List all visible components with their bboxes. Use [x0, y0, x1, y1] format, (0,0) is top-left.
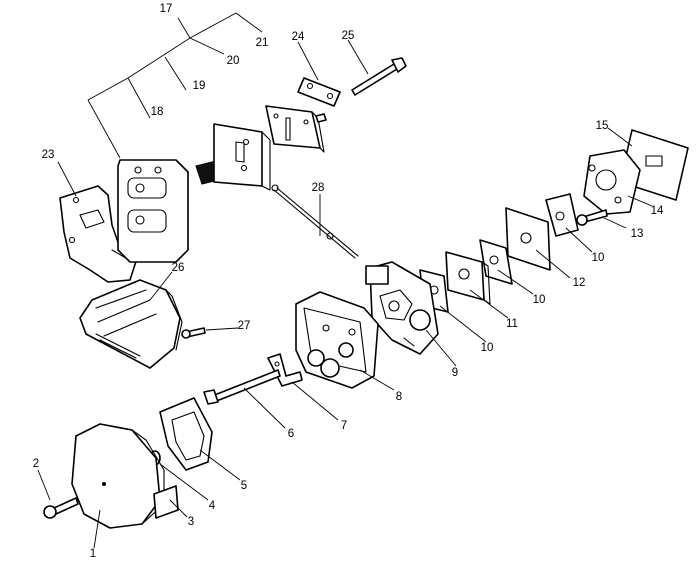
adapter-part-14 — [583, 149, 641, 215]
callout-12: 12 — [573, 277, 586, 289]
callout-13: 13 — [631, 228, 644, 240]
air-box-part-8 — [295, 291, 379, 389]
callout-11: 11 — [506, 318, 518, 330]
callout-8: 8 — [396, 391, 402, 403]
gasket-part-12 — [505, 207, 551, 271]
callout-24: 24 — [292, 31, 305, 43]
callout-18: 18 — [151, 106, 164, 118]
screw-part-2 — [43, 497, 79, 519]
callout-25: 25 — [342, 30, 355, 42]
label-part-3 — [153, 485, 179, 519]
gasket-part-10-a — [545, 193, 579, 237]
callout-6: 6 — [288, 428, 294, 440]
callout-23: 23 — [42, 149, 55, 161]
callout-10: 10 — [533, 294, 546, 306]
callout-labels: 17 24 25 21 20 19 18 23 28 15 14 13 10 1… — [33, 3, 664, 560]
screw-near-plate — [315, 113, 327, 123]
callout-1: 1 — [90, 548, 96, 560]
filter-element-part-5 — [159, 397, 213, 471]
callout-14: 14 — [651, 205, 664, 217]
bolt-part-25 — [351, 57, 407, 96]
callout-10: 10 — [481, 342, 494, 354]
air-filter-housing-part-26 — [79, 279, 183, 369]
callout-27: 27 — [238, 320, 251, 332]
throttle-rod-part-28 — [273, 187, 359, 259]
callout-4: 4 — [209, 500, 216, 512]
callout-10: 10 — [592, 252, 605, 264]
gasket-part-24 — [297, 77, 341, 107]
muffler-part-18 — [117, 159, 189, 263]
callout-21: 21 — [256, 37, 269, 49]
bracket-part-7 — [267, 353, 303, 387]
callout-19: 19 — [193, 80, 206, 92]
callout-15: 15 — [596, 120, 609, 132]
carburetor-part-9 — [365, 261, 439, 355]
callout-20: 20 — [227, 55, 240, 67]
cover-plate-part-21 — [265, 105, 325, 153]
callout-17: 17 — [160, 3, 173, 15]
callout-9: 9 — [452, 367, 458, 379]
filter-cover-part-1 — [71, 423, 165, 529]
screw-part-13 — [576, 209, 608, 226]
callout-26: 26 — [172, 262, 185, 274]
bolt-part-6 — [203, 369, 281, 405]
callout-5: 5 — [241, 480, 247, 492]
callout-28: 28 — [312, 182, 325, 194]
callout-2: 2 — [33, 458, 39, 470]
muffler-plate-part-20 — [213, 123, 271, 191]
leader-lines — [37, 39, 653, 549]
screw-part-27 — [181, 327, 206, 339]
callout-3: 3 — [188, 516, 194, 528]
callout-7: 7 — [341, 420, 347, 432]
kit-bracket-17 — [87, 12, 263, 159]
